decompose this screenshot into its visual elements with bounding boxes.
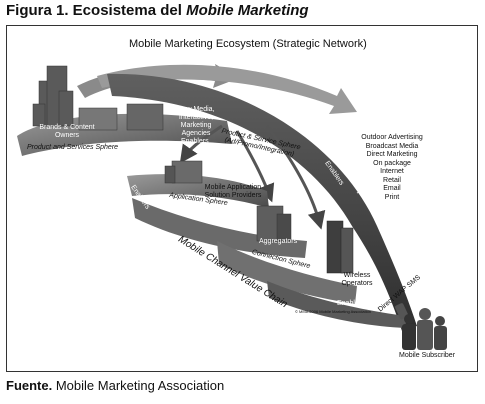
ecosystem-graphic xyxy=(17,64,447,350)
copyright-label: © MMA 2006 Mobile Marketing Association xyxy=(295,309,372,314)
phone-icon xyxy=(395,303,409,320)
app-provider-building xyxy=(164,160,203,184)
media-item: Email xyxy=(383,185,401,192)
diagram-frame: Mobile Marketing Ecosystem (Strategic Ne… xyxy=(6,25,478,372)
application-band xyxy=(127,174,269,208)
service-arrow-2 xyxy=(235,130,275,203)
enablers-top-label: Enablers xyxy=(181,138,209,145)
brands-buildings xyxy=(32,65,164,131)
media-list: Outdoor Advertising Broadcast Media Dire… xyxy=(347,134,437,202)
media-retail-band xyxy=(107,73,417,331)
media-item: Retail xyxy=(383,176,401,184)
source-text: Mobile Marketing Association xyxy=(52,378,225,393)
subscriber-icon xyxy=(402,308,447,350)
figure-caption: Figura 1. Ecosistema del Mobile Marketin… xyxy=(6,2,309,19)
figure-source: Fuente. Mobile Marketing Association xyxy=(6,378,224,393)
app-providers-label: Mobile Application Solution Providers xyxy=(204,184,262,199)
aggregators-label: Aggregators xyxy=(259,238,298,245)
operators-label: Wireless Operators xyxy=(341,272,373,287)
service-arrow-3 xyxy=(265,125,326,230)
enablers-bottom-label: Enablers xyxy=(337,300,365,307)
service-arrow-1 xyxy=(179,124,223,164)
operators-building xyxy=(326,220,354,274)
caption-prefix: Figura 1. Ecosistema del xyxy=(6,2,187,19)
aggregators-building xyxy=(256,205,292,242)
brands-sphere-label: Product and Services Sphere xyxy=(27,144,119,151)
subscriber-label: Mobile Subscriber xyxy=(399,352,456,359)
brand-arrow-2 xyxy=(97,64,357,114)
source-label: Fuente. xyxy=(6,378,53,393)
bottom-band xyxy=(267,281,407,328)
caption-emphasis: Mobile Marketing xyxy=(186,2,309,19)
media-item: Internet xyxy=(380,168,404,175)
media-item: Outdoor Advertising xyxy=(361,134,423,141)
media-item: On package xyxy=(373,159,411,167)
application-lower-band xyxy=(132,198,307,258)
media-item: Print xyxy=(384,193,400,201)
new-media-label: New Media, Interactive, Marketing Agenci… xyxy=(177,106,215,137)
connection-band xyxy=(217,241,357,304)
media-item: Broadcast Media xyxy=(365,142,419,150)
diagram-title: Mobile Marketing Ecosystem (Strategic Ne… xyxy=(129,38,367,50)
brands-label: Brands & Content Owners xyxy=(39,124,95,139)
media-item: Direct Marketing xyxy=(366,151,418,158)
